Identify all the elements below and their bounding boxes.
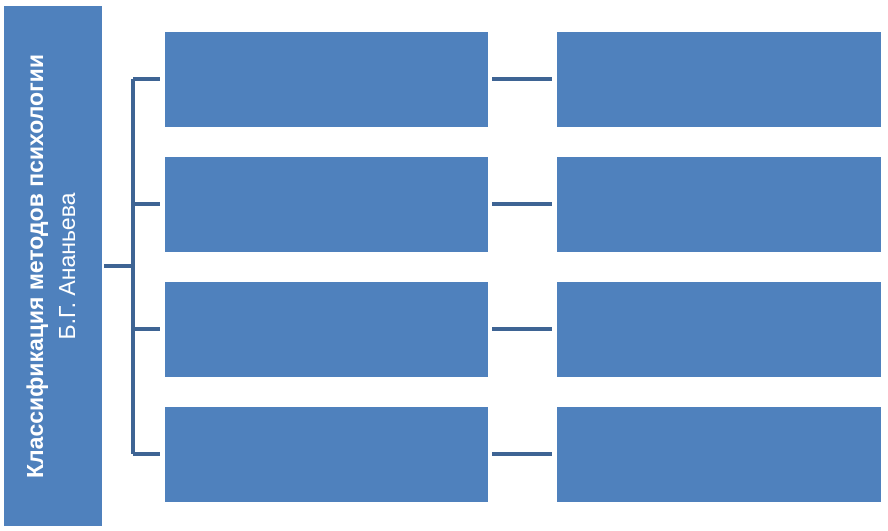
right-node-4 bbox=[557, 407, 881, 502]
left-node-3-label bbox=[165, 282, 488, 377]
left-node-1 bbox=[165, 32, 488, 127]
right-node-2-label bbox=[557, 157, 881, 252]
left-node-1-label bbox=[165, 32, 488, 127]
right-node-1-label bbox=[557, 32, 881, 127]
right-node-3 bbox=[557, 282, 881, 377]
left-node-4-label bbox=[165, 407, 488, 502]
left-node-3 bbox=[165, 282, 488, 377]
left-node-4 bbox=[165, 407, 488, 502]
right-node-4-label bbox=[557, 407, 881, 502]
right-node-2 bbox=[557, 157, 881, 252]
right-node-3-label bbox=[557, 282, 881, 377]
root-category-box bbox=[4, 6, 102, 526]
right-node-1 bbox=[557, 32, 881, 127]
left-node-2 bbox=[165, 157, 488, 252]
left-node-2-label bbox=[165, 157, 488, 252]
